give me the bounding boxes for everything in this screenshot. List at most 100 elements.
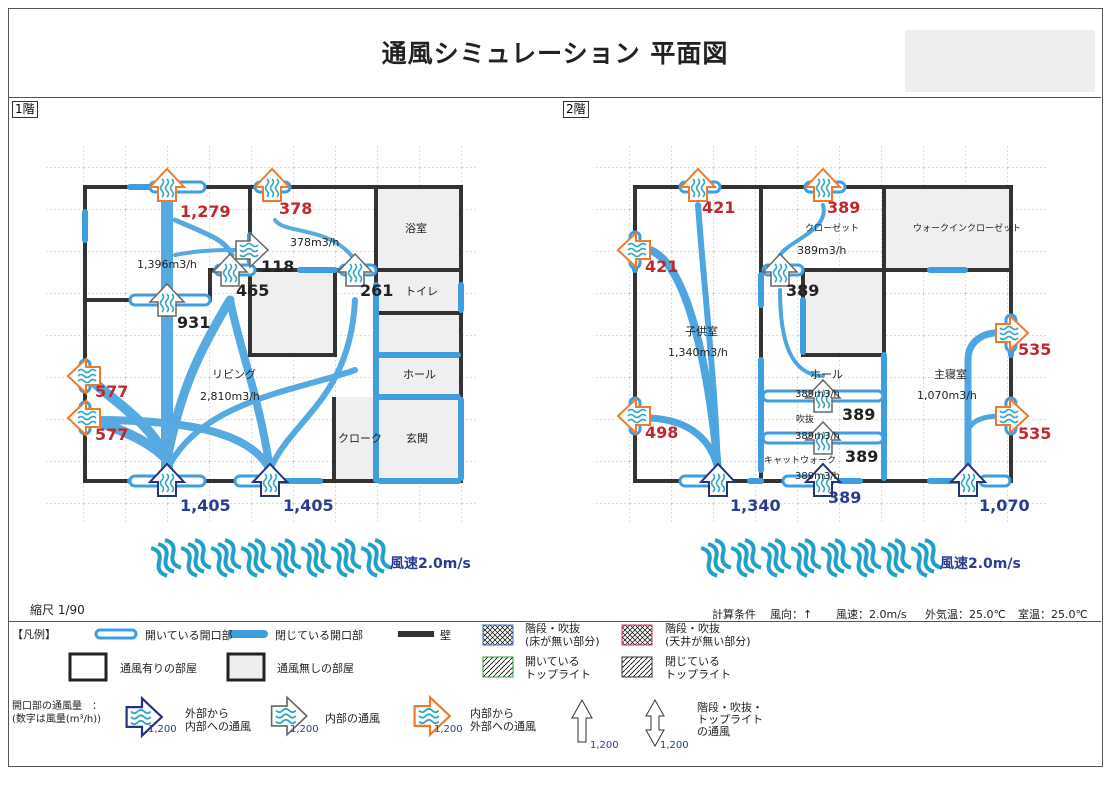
legend-vertical: 階段・吹抜・トップライトの通風 — [697, 702, 763, 738]
legend-open-icon — [94, 628, 138, 640]
flow-label: 378m3/h — [290, 236, 340, 249]
opening-value: 577 — [95, 425, 129, 444]
floor-2-label: 2階 — [563, 101, 589, 118]
legend-sample-value: 1,200 — [290, 724, 319, 735]
flow-paths-2f — [646, 202, 1004, 474]
room-walkin: ウォークインクローゼット — [913, 224, 1022, 234]
legend-internal: 内部の通風 — [325, 712, 380, 725]
room-hall: ホール — [403, 368, 436, 381]
opening-value: 1,279 — [180, 202, 231, 221]
legend-closed-icon — [228, 630, 268, 638]
flow-label: 1,070m3/h — [917, 389, 977, 402]
opening-value: 465 — [236, 281, 270, 300]
legend-text: 内部から — [470, 707, 514, 720]
flow-label: 1,396m3/h — [137, 258, 197, 271]
legend-open-toplight: 開いているトップライト — [525, 655, 591, 681]
divider — [8, 621, 1101, 622]
legend-graphics — [68, 624, 665, 748]
redacted-box — [905, 30, 1095, 92]
opening-value: 1,405 — [283, 496, 334, 515]
legend-text: (床が無い部分) — [525, 635, 600, 648]
legend-text: 階段・吹抜 — [665, 622, 720, 635]
legend-stair-ceiling: 階段・吹抜(天井が無い部分) — [665, 622, 751, 648]
opening-value: 118 — [261, 257, 295, 276]
opening-value: 535 — [1018, 424, 1052, 443]
opening-value: 535 — [1018, 340, 1052, 359]
legend-sample-value: 1,200 — [590, 740, 619, 751]
opening-value: 1,405 — [180, 496, 231, 515]
legend-wall: 壁 — [440, 629, 451, 642]
room-entrance: 玄関 — [406, 432, 428, 445]
legend-text: 外部から — [185, 707, 229, 720]
legend-vent-room: 通風有りの部屋 — [120, 662, 197, 675]
rooms-no-vent-2f — [803, 187, 1011, 355]
opening-value: 498 — [645, 423, 679, 442]
legend-vertical-updown-icon — [645, 698, 665, 748]
room-catwalk: キャットウォーク — [764, 456, 837, 466]
legend-closed: 閉じている開口部 — [275, 629, 363, 642]
legend-amount: 開口部の通風量 ： (数字は風量(m³/h)) — [12, 700, 102, 726]
flow-paths-1f — [85, 194, 358, 476]
opening-value: 378 — [279, 199, 313, 218]
opening-value: 421 — [702, 198, 736, 217]
room-hall: ホール — [810, 368, 843, 381]
legend-text: 階段・吹抜 — [525, 622, 580, 635]
rooms-no-vent-1f — [250, 187, 461, 481]
scale: 縮尺 1/90 — [30, 603, 85, 617]
legend-stair-ceiling-icon — [621, 624, 653, 646]
room-void: 吹抜 — [796, 415, 815, 425]
flow-label: 1,340m3/h — [668, 346, 728, 359]
wind-speed: 風速：2.0m/s — [836, 608, 907, 621]
frame — [8, 8, 1103, 767]
legend-text: 開口部の通風量 ： — [12, 701, 102, 712]
opening-value: 421 — [645, 257, 679, 276]
legend-stair-floor-icon — [482, 624, 514, 646]
floor-1-label: 1階 — [12, 101, 38, 118]
legend-text: トップライト — [697, 713, 763, 726]
legend-novent-room-icon — [226, 652, 266, 682]
opening-value: 389 — [845, 447, 879, 466]
flow-label: 389m3/h — [795, 431, 840, 442]
flow-label: 389m3/h — [795, 471, 840, 482]
room-cloak: クローク — [338, 432, 382, 445]
legend-text: 内部への通風 — [185, 720, 251, 733]
wind-waves-2f-icon — [695, 536, 947, 580]
legend-text: トップライト — [525, 668, 591, 681]
legend-text: の通風 — [697, 725, 730, 738]
wind-waves-1f-icon — [145, 536, 397, 580]
room-master: 主寝室 — [934, 368, 967, 381]
header — [8, 8, 1101, 98]
room-temp: 室温：25.0℃ — [1018, 608, 1088, 621]
flow-label: 389m3/h — [795, 389, 840, 400]
legend-title: 【凡例】 — [12, 628, 56, 641]
opening-value: 1,070 — [979, 496, 1030, 515]
legend-novent-room: 通風無しの部屋 — [277, 662, 354, 675]
wind-speed-2f: 風速2.0m/s — [940, 556, 1021, 572]
room-kids: 子供室 — [685, 325, 718, 338]
legend-vertical-up-icon — [571, 698, 593, 743]
legend-open: 開いている開口部 — [145, 629, 233, 642]
legend-in: 外部から内部への通風 — [185, 707, 251, 733]
room-living: リビング — [212, 368, 256, 381]
legend-text: 開いている — [525, 655, 580, 668]
legend-sample-value: 1,200 — [660, 740, 689, 751]
legend-text: 外部への通風 — [470, 720, 536, 733]
legend-sample-value: 1,200 — [434, 724, 463, 735]
legend-vent-room-icon — [68, 652, 108, 682]
room-closet: クローゼット — [805, 224, 860, 234]
opening-value: 1,340 — [730, 496, 781, 515]
opening-value: 931 — [177, 313, 211, 332]
legend-sample-value: 1,200 — [148, 724, 177, 735]
flow-label: 389m3/h — [797, 244, 847, 257]
legend-text: (数字は風量(m³/h)) — [12, 714, 102, 725]
legend-text: (天井が無い部分) — [665, 635, 751, 648]
opening-value: 389 — [828, 488, 862, 507]
wind-direction: 風向：↑ — [770, 608, 813, 621]
legend-closed-toplight: 閉じているトップライト — [665, 655, 731, 681]
legend-text: 階段・吹抜・ — [697, 701, 763, 714]
legend-open-toplight-icon — [482, 656, 514, 678]
wind-speed-1f: 風速2.0m/s — [390, 556, 471, 572]
legend-wall-icon — [398, 631, 434, 637]
